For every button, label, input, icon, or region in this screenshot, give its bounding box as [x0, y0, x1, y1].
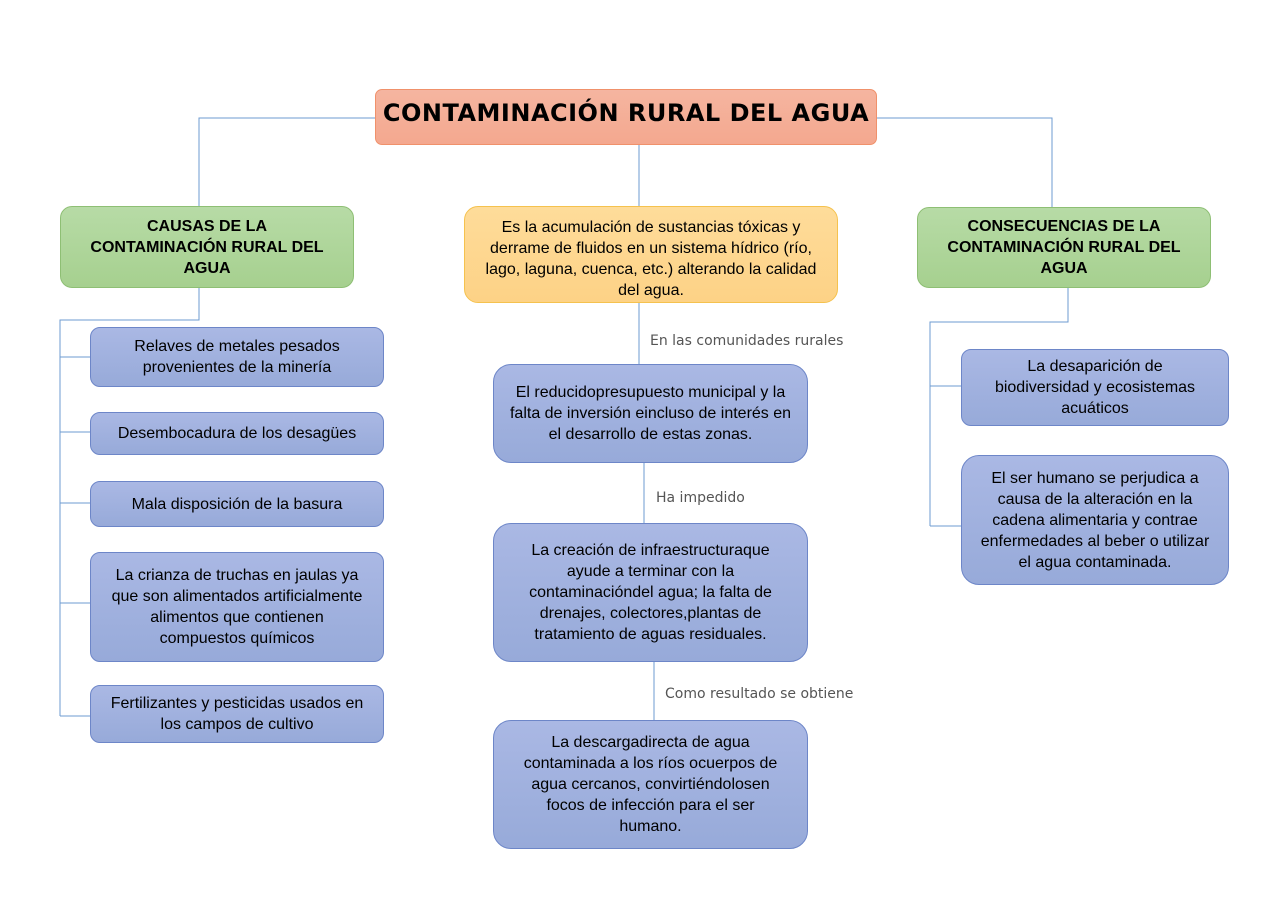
- consequences-heading: CONSECUENCIAS DE LA CONTAMINACIÓN RURAL …: [917, 207, 1211, 288]
- flow-label-2: Ha impedido: [656, 490, 745, 506]
- connector-title-causes: [198, 117, 375, 206]
- consequence-item: El ser humano se perjudica a causa de la…: [961, 455, 1229, 585]
- consequence-item: La desaparición de biodiversidad y ecosi…: [961, 349, 1229, 426]
- flow-label-1: En las comunidades rurales: [650, 333, 844, 349]
- cause-item: Relaves de metales pesados provenientes …: [90, 327, 384, 387]
- flow-step-3: La descargadirecta de agua contaminada a…: [493, 720, 808, 849]
- cause-item: La crianza de truchas en jaulas ya que s…: [90, 552, 384, 662]
- connector-consequences-bracket: [929, 288, 1069, 526]
- connector-title-consequences: [877, 117, 1053, 207]
- cause-item: Fertilizantes y pesticidas usados en los…: [90, 685, 384, 743]
- cause-item: Mala disposición de la basura: [90, 481, 384, 527]
- connector-causes-bracket: [59, 288, 200, 716]
- flow-label-3: Como resultado se obtiene: [665, 686, 854, 702]
- definition-box: Es la acumulación de sustancias tóxicas …: [464, 206, 838, 303]
- flow-step-2: La creación de infraestructuraque ayude …: [493, 523, 808, 662]
- flow-step-1: El reducidopresupuesto municipal y la fa…: [493, 364, 808, 463]
- causes-heading: CAUSAS DE LA CONTAMINACIÓN RURAL DEL AGU…: [60, 206, 354, 288]
- page-title: CONTAMINACIÓN RURAL DEL AGUA: [375, 89, 877, 145]
- cause-item: Desembocadura de los desagües: [90, 412, 384, 455]
